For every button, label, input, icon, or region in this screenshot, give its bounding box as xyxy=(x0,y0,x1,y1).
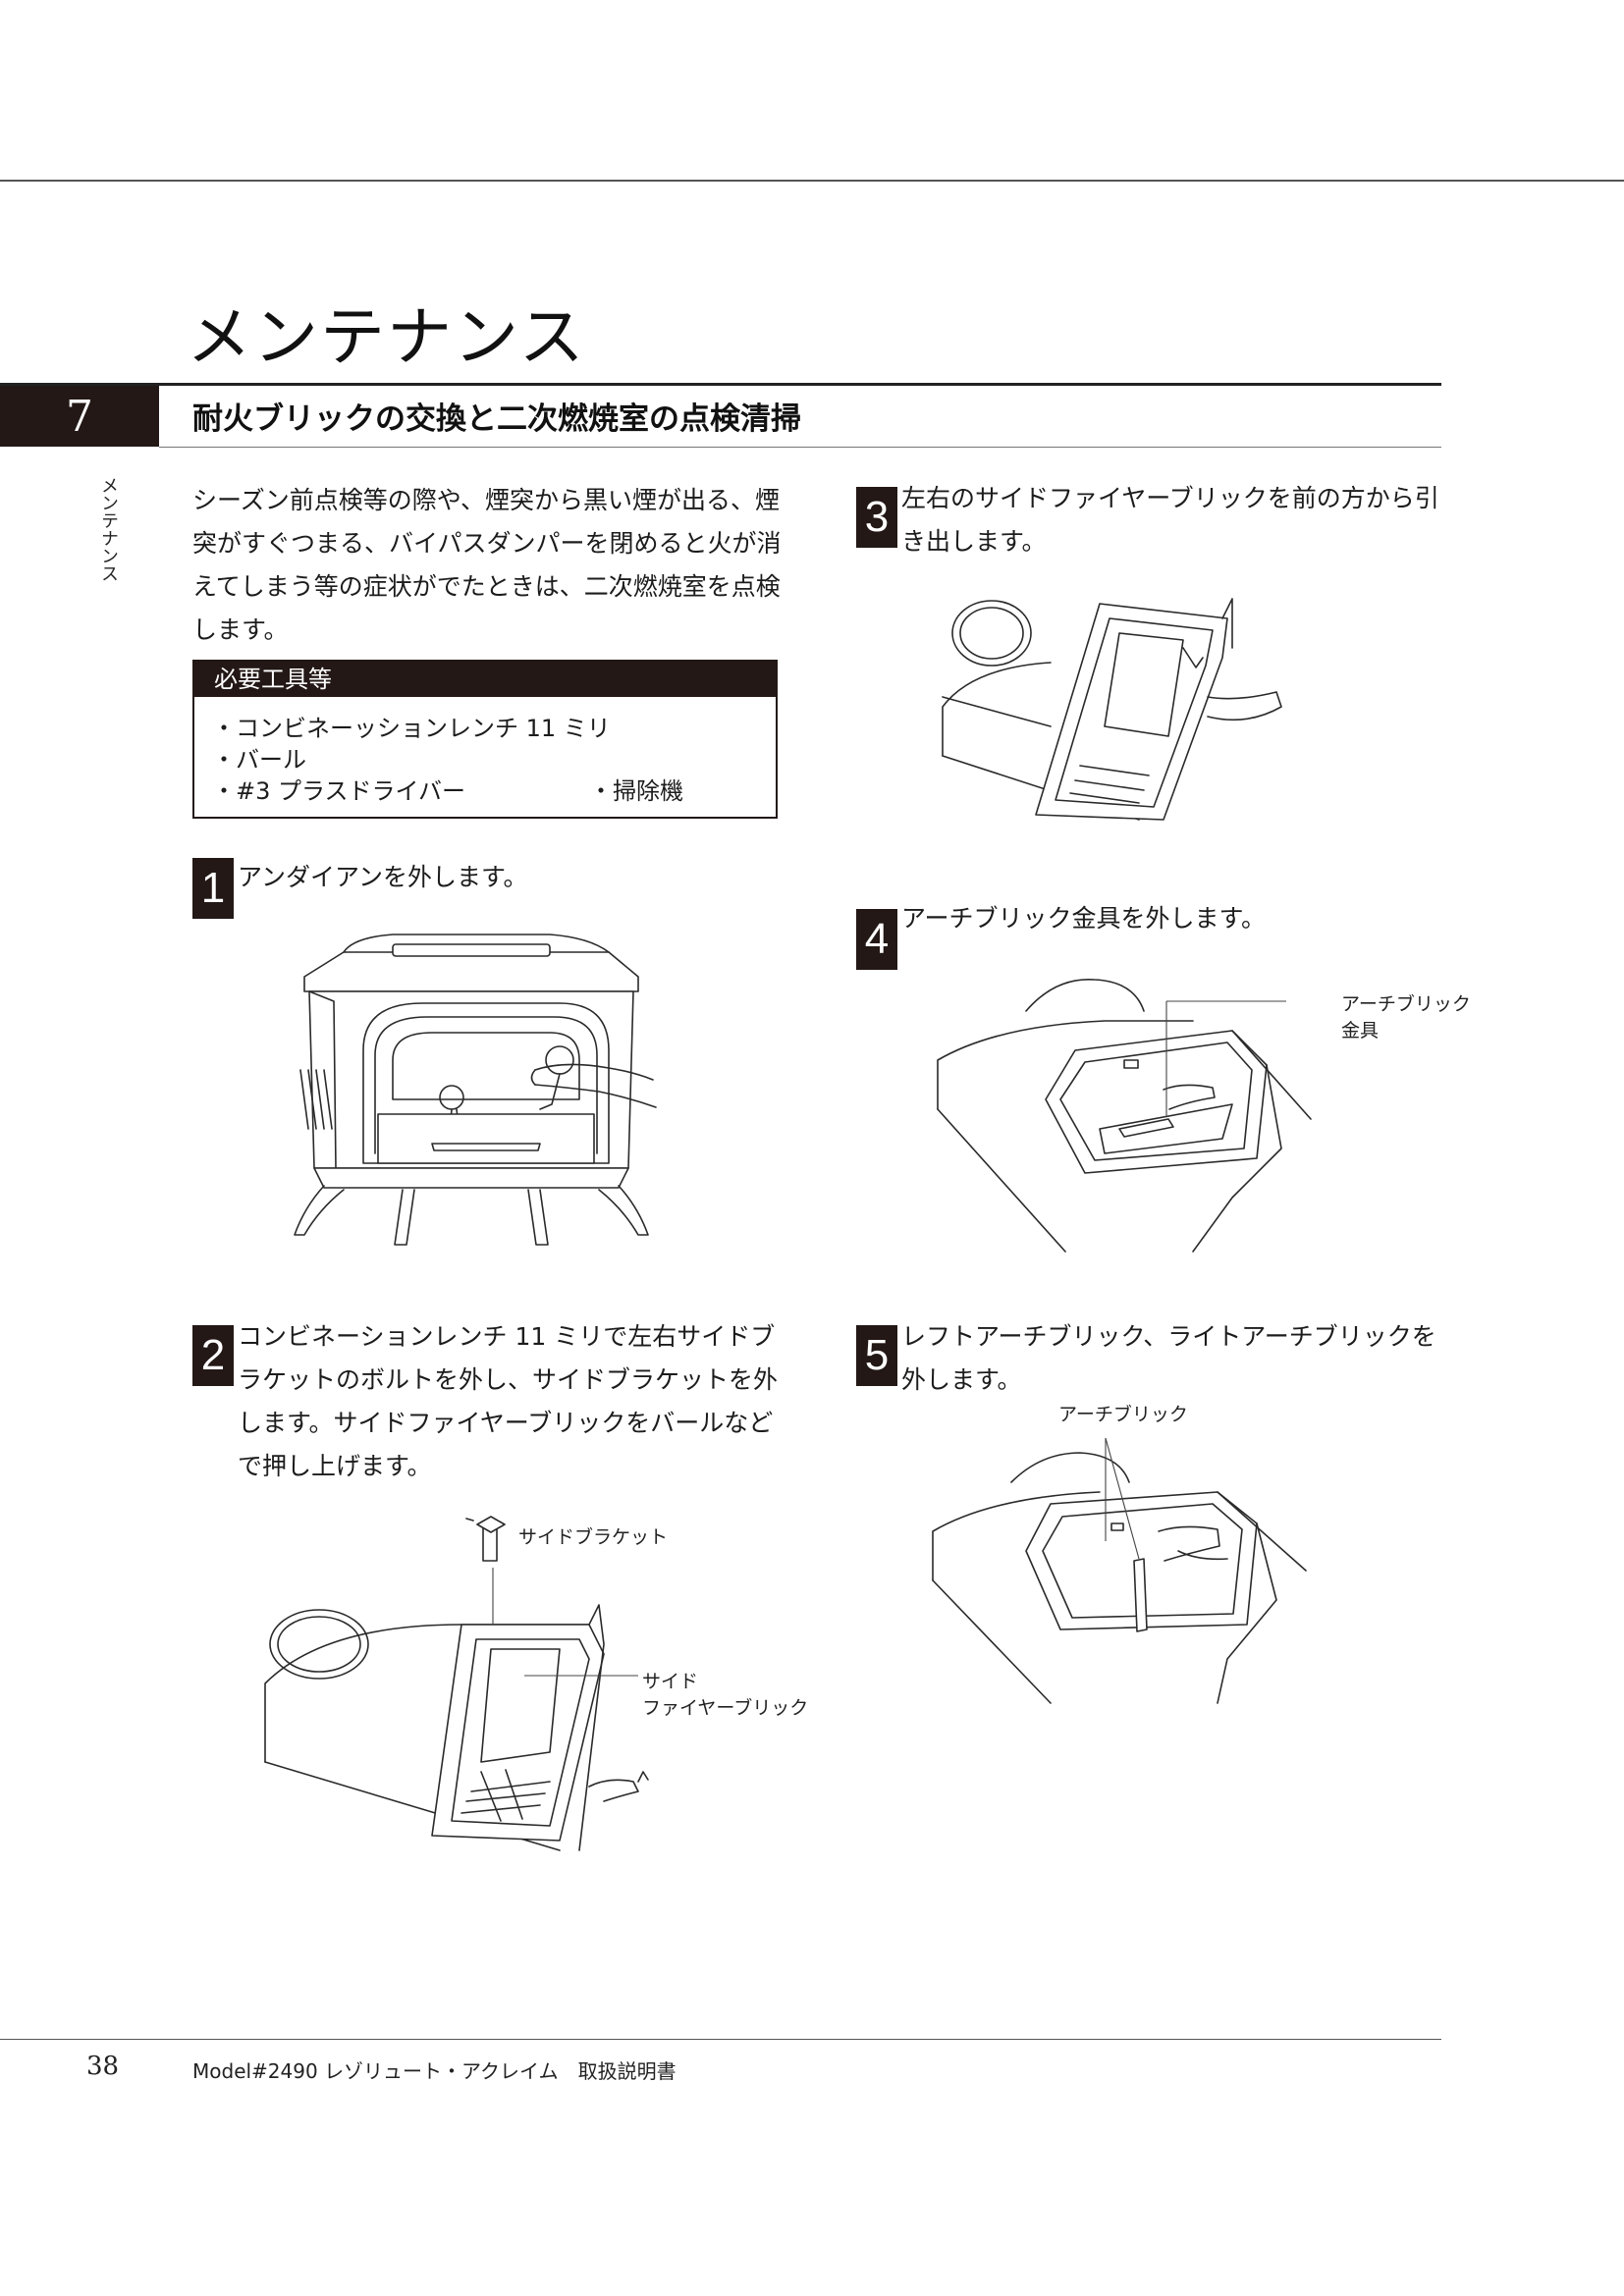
section-rule-top xyxy=(0,383,1441,386)
stove-front-illustration xyxy=(285,923,658,1247)
intro-paragraph: シーズン前点検等の際や、煙突から黒い煙が出る、煙突がすぐつまる、バイパスダンパー… xyxy=(192,486,782,644)
tool-item: ・#3 プラスドライバー xyxy=(212,777,466,805)
tool-item: ・バール xyxy=(212,746,306,774)
page-number: 38 xyxy=(86,2052,120,2081)
step-1-number: 1 xyxy=(192,858,234,919)
callout-arch-fitting-line2: 金具 xyxy=(1341,1020,1380,1041)
section-number: 7 xyxy=(0,386,159,447)
step-4-number: 4 xyxy=(856,909,897,970)
bottom-rule xyxy=(0,2039,1441,2040)
section-rule-bottom xyxy=(159,447,1441,448)
step-4-text: アーチブリック金具を外します。 xyxy=(901,904,1267,933)
step-3-number: 3 xyxy=(856,487,897,548)
arch-fitting-illustration xyxy=(938,972,1330,1256)
section-title: 耐火ブリックの交換と二次燃焼室の点検清掃 xyxy=(192,401,801,437)
callout-side-firebrick-line2: ファイヤーブリック xyxy=(642,1697,809,1719)
callout-side-bracket: サイドブラケット xyxy=(518,1526,669,1548)
side-tab-label: メンテナンス xyxy=(98,476,119,582)
required-tools-heading: 必要工具等 xyxy=(194,662,776,697)
step-5-number: 5 xyxy=(856,1325,897,1386)
page-title: メンテナンス xyxy=(187,299,586,375)
arch-brick-removal-illustration xyxy=(933,1433,1326,1703)
side-bracket-illustration xyxy=(265,1507,815,1850)
tool-item: ・コンビネーッションレンチ 11 ミリ xyxy=(212,715,611,742)
top-rule xyxy=(0,180,1624,182)
footer-document-title: Model#2490 レゾリュート・アクレイム 取扱説明書 xyxy=(192,2059,677,2083)
required-tools-box: 必要工具等 ・コンビネーッションレンチ 11 ミリ ・バール ・#3 プラスドラ… xyxy=(192,660,778,819)
step-5-text: レフトアーチブリック、ライトアーチブリックを外します。 xyxy=(901,1322,1436,1394)
callout-arch-fitting-line1: アーチブリック xyxy=(1341,993,1471,1015)
callout-side-firebrick-line1: サイド xyxy=(642,1671,699,1692)
step-2-text: コンビネーションレンチ 11 ミリで左右サイドブラケットのボルトを外し、サイドブ… xyxy=(238,1322,779,1480)
side-firebrick-removal-illustration xyxy=(943,589,1286,820)
step-2-number: 2 xyxy=(192,1325,234,1386)
step-1-text: アンダイアンを外します。 xyxy=(238,863,528,891)
tool-item: ・掃除機 xyxy=(589,777,683,805)
callout-arch-brick: アーチブリック xyxy=(1058,1404,1188,1425)
step-3-text: 左右のサイドファイヤーブリックを前の方から引き出します。 xyxy=(901,484,1439,556)
